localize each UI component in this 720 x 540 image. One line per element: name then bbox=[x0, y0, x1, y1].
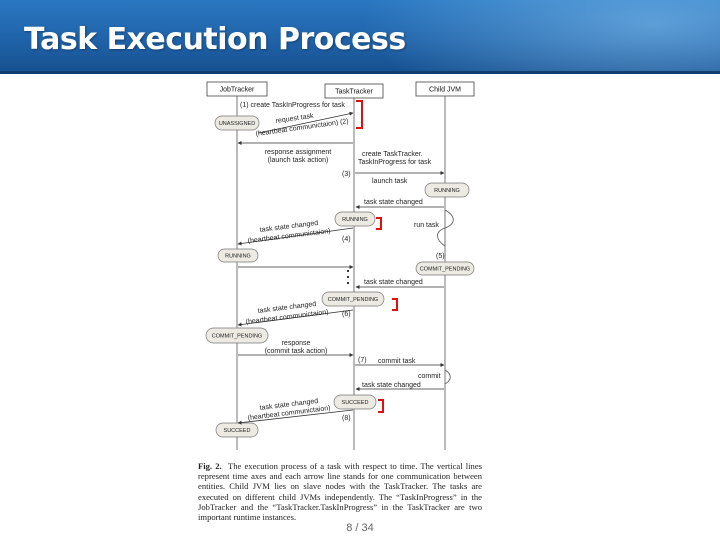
svg-text:run task: run task bbox=[414, 222, 439, 229]
svg-text:(8): (8) bbox=[342, 415, 351, 422]
figure-caption: Fig. 2. The execution process of a task … bbox=[198, 461, 482, 522]
state-tt-succeed: SUCCEED bbox=[333, 394, 377, 410]
svg-text:task state changed: task state changed bbox=[364, 199, 423, 206]
message-3: response assignment (launch task action)… bbox=[237, 141, 432, 178]
svg-text:response: response bbox=[282, 340, 311, 347]
message-task-state-changed-1: task state changed bbox=[355, 199, 444, 209]
actor-jobtracker: JobTracker bbox=[206, 81, 268, 97]
slide-header: Task Execution Process bbox=[0, 0, 720, 74]
state-jt-commit-pending: COMMIT_PENDING bbox=[205, 327, 269, 344]
message-5: (5) bbox=[436, 253, 445, 260]
state-jt-succeed: SUCCEED bbox=[215, 422, 259, 438]
svg-text:SUCCEED: SUCCEED bbox=[224, 428, 251, 434]
svg-text:(5): (5) bbox=[436, 253, 445, 260]
header-stripe bbox=[0, 71, 720, 74]
actor-tasktracker: TaskTracker bbox=[324, 83, 384, 99]
svg-text:RUNNING: RUNNING bbox=[342, 217, 368, 223]
svg-text:SUCCEED: SUCCEED bbox=[342, 400, 369, 406]
red-bracket-2 bbox=[376, 217, 382, 230]
svg-text:(6): (6) bbox=[342, 311, 351, 318]
state-jt-running: RUNNING bbox=[217, 248, 259, 263]
svg-text:response assignment: response assignment bbox=[265, 149, 332, 156]
actor-child-jvm-label: Child JVM bbox=[429, 87, 461, 94]
svg-text:UNASSIGNED: UNASSIGNED bbox=[219, 121, 255, 127]
sequence-diagram: JobTracker TaskTracker Child JVM UNASSIG… bbox=[205, 81, 475, 450]
svg-text:(3): (3) bbox=[342, 171, 351, 178]
svg-text:task state changed: task state changed bbox=[362, 382, 421, 389]
svg-text:COMMIT_PENDING: COMMIT_PENDING bbox=[420, 267, 470, 273]
svg-text:(4): (4) bbox=[342, 236, 351, 243]
page-number: 8 / 34 bbox=[346, 522, 374, 534]
svg-text:RUNNING: RUNNING bbox=[225, 254, 251, 260]
svg-text:launch task: launch task bbox=[372, 178, 408, 185]
slide-title: Task Execution Process bbox=[24, 22, 406, 57]
state-cj-commit-pending: COMMIT_PENDING bbox=[415, 261, 475, 276]
message-launch-task: launch task bbox=[355, 171, 445, 185]
state-tt-running: RUNNING bbox=[334, 211, 376, 227]
state-cj-running: RUNNING bbox=[424, 182, 470, 198]
run-task-loop: run task bbox=[414, 209, 454, 247]
commit-loop: commit bbox=[418, 369, 451, 385]
figure-caption-label: Fig. 2. bbox=[198, 461, 222, 471]
actor-tasktracker-label: TaskTracker bbox=[335, 89, 374, 96]
actor-child-jvm: Child JVM bbox=[415, 81, 475, 97]
message-2: request task (heartbeat communictaion) (… bbox=[255, 111, 354, 138]
state-jt-unassigned: UNASSIGNED bbox=[214, 115, 260, 131]
svg-text:(commit task action): (commit task action) bbox=[265, 348, 328, 355]
red-bracket-1 bbox=[356, 100, 363, 129]
message-7: response (commit task action) (7) bbox=[238, 340, 367, 364]
state-tt-commit-pending: COMMIT_PENDING bbox=[321, 291, 385, 307]
message-task-state-changed-2: task state changed bbox=[355, 279, 444, 289]
figure-caption-text: The execution process of a task with res… bbox=[198, 461, 483, 523]
message-task-state-changed-3: task state changed bbox=[355, 382, 444, 391]
ellipsis-dots bbox=[346, 269, 350, 285]
svg-text:(launch task action): (launch task action) bbox=[268, 157, 329, 164]
message-1: (1) create TaskInProgress for task bbox=[240, 102, 345, 109]
svg-text:COMMIT_PENDING: COMMIT_PENDING bbox=[328, 297, 378, 303]
header-sheen bbox=[360, 0, 720, 74]
svg-text:COMMIT_PENDING: COMMIT_PENDING bbox=[212, 334, 262, 340]
svg-text:(1) create TaskInProgress for: (1) create TaskInProgress for task bbox=[240, 102, 345, 109]
svg-text:(7): (7) bbox=[358, 357, 367, 364]
svg-text:TaskInProgress for task: TaskInProgress for task bbox=[358, 159, 432, 166]
svg-text:commit task: commit task bbox=[378, 358, 416, 365]
svg-text:create TaskTracker.: create TaskTracker. bbox=[362, 151, 423, 158]
message-commit-task: commit task bbox=[355, 358, 445, 367]
svg-text:commit: commit bbox=[418, 373, 441, 380]
svg-text:RUNNING: RUNNING bbox=[434, 188, 460, 194]
actor-jobtracker-label: JobTracker bbox=[220, 87, 255, 94]
svg-text:task state changed: task state changed bbox=[364, 279, 423, 286]
message-4: task state changed (heartbeat communicta… bbox=[237, 220, 354, 246]
red-bracket-3 bbox=[392, 298, 398, 311]
red-bracket-4 bbox=[378, 399, 384, 413]
